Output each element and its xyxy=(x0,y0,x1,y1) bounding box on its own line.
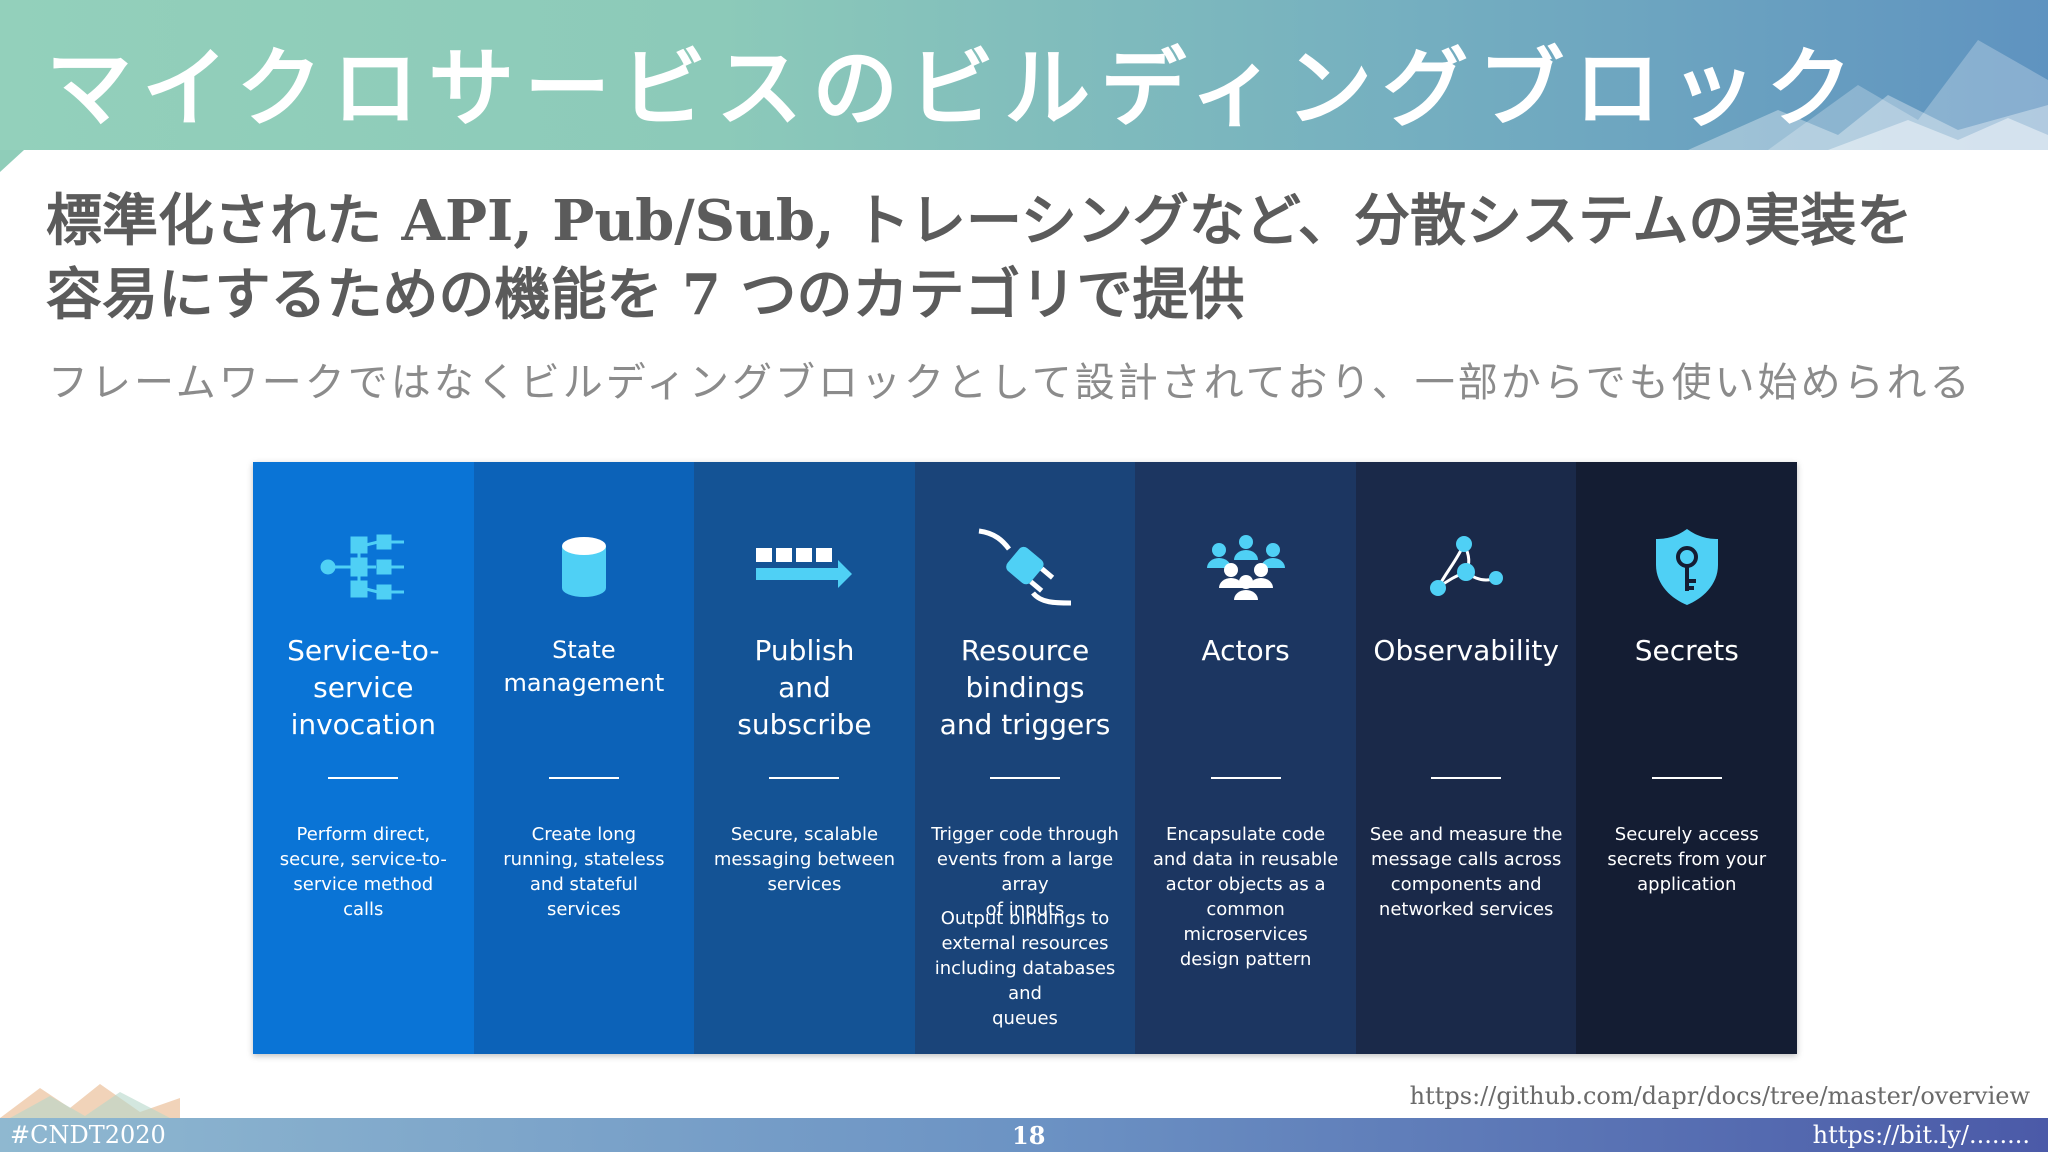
building-blocks-panel: Service-to- service invocation Perform d… xyxy=(253,462,1798,1054)
card-divider xyxy=(769,777,840,779)
title-notch xyxy=(0,150,24,172)
headline-line-2: 容易にするための機能を 7 つのカテゴリで提供 xyxy=(46,262,1245,328)
card-description: Perform direct, secure, service-to- serv… xyxy=(279,824,447,920)
card-divider xyxy=(1651,777,1722,779)
card-state-management: State management Create long running, st… xyxy=(473,462,695,1054)
card-service-invocation: Service-to- service invocation Perform d… xyxy=(253,462,474,1054)
card-description: Trigger code through events from a large… xyxy=(931,824,1119,920)
footer-link[interactable]: https://bit.ly/........ xyxy=(1812,1121,2030,1149)
card-description: Secure, scalable messaging between servi… xyxy=(713,824,896,895)
title-bar: マイクロサービスのビルディングブロック xyxy=(0,0,2048,150)
plug-icon xyxy=(915,522,1136,612)
page-number: 18 xyxy=(1012,1121,1046,1150)
card-observability: Observability See and measure the messag… xyxy=(1355,462,1577,1054)
mountain-decoration xyxy=(1688,40,2048,150)
card-title: Resource bindings and triggers xyxy=(939,634,1111,741)
card-divider xyxy=(548,777,619,779)
shield-key-icon xyxy=(1576,522,1797,612)
card-actors: Actors Encapsulate code and data in reus… xyxy=(1135,462,1356,1054)
people-group-icon xyxy=(1135,522,1356,612)
card-divider xyxy=(1431,777,1502,779)
footer-hashtag: #CNDT2020 xyxy=(10,1121,166,1149)
headline: 標準化された API, Pub/Sub, トレーシングなど、分散システムの実装を… xyxy=(46,184,2006,332)
headline-line-1: 標準化された API, Pub/Sub, トレーシングなど、分散システムの実装を xyxy=(46,188,1913,254)
card-title: State management xyxy=(503,636,665,697)
card-divider xyxy=(1210,777,1281,779)
card-title: Secrets xyxy=(1634,634,1739,667)
card-description: Create long running, stateless and state… xyxy=(503,824,665,920)
service-invocation-icon xyxy=(253,522,474,612)
card-title: Observability xyxy=(1373,634,1559,667)
footer-mountain-decoration xyxy=(0,1084,180,1118)
card-description: Encapsulate code and data in reusable ac… xyxy=(1152,824,1339,970)
card-title: Actors xyxy=(1201,634,1290,667)
database-icon xyxy=(474,522,695,612)
card-publish-subscribe: Publish and subscribe Secure, scalable m… xyxy=(694,462,915,1054)
card-description: Securely access secrets from your applic… xyxy=(1607,824,1767,895)
card-resource-bindings: Resource bindings and triggers Trigger c… xyxy=(914,462,1136,1054)
card-title: Publish and subscribe xyxy=(737,634,872,741)
card-description-secondary: Output bindings to external resources in… xyxy=(934,908,1116,1029)
card-description: See and measure the message calls across… xyxy=(1369,824,1563,920)
card-secrets: Secrets Securely access secrets from you… xyxy=(1576,462,1798,1054)
subline: フレームワークではなくビルディングブロックとして設計されており、一部からでも使い… xyxy=(48,360,1973,406)
card-divider xyxy=(328,777,399,779)
card-divider xyxy=(990,777,1061,779)
card-title: Service-to- service invocation xyxy=(287,634,440,741)
slide-title: マイクロサービスのビルディングブロック xyxy=(46,39,1863,139)
source-url: https://github.com/dapr/docs/tree/master… xyxy=(1409,1082,2030,1110)
network-nodes-icon xyxy=(1356,522,1577,612)
pubsub-queue-icon xyxy=(694,522,915,612)
footer-bar: #CNDT2020 18 https://bit.ly/........ xyxy=(0,1118,2048,1152)
